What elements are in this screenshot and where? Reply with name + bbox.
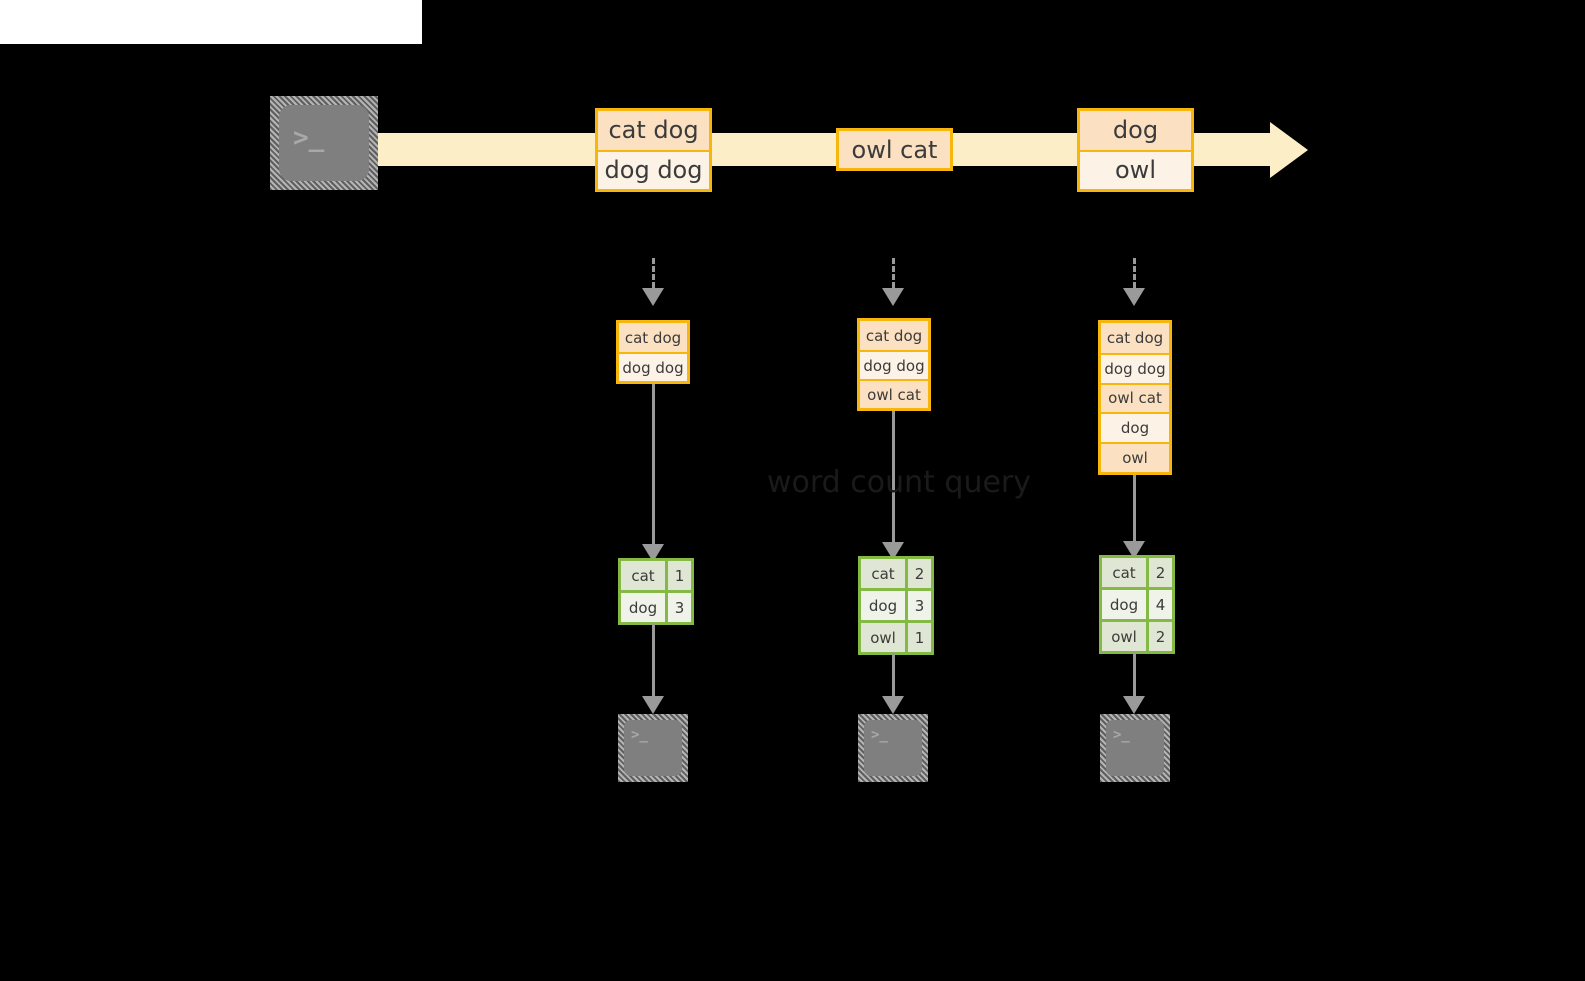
record-line: cat dog: [860, 321, 928, 350]
table-row: cat 2: [861, 559, 931, 588]
stream-record-line: owl: [1080, 149, 1191, 189]
table-cell-count: 3: [665, 593, 691, 622]
terminal-prompt-glyph: >_: [631, 727, 648, 743]
table-row: dog 3: [621, 590, 691, 622]
table-cell-word: cat: [621, 561, 665, 590]
table-cell-word: dog: [621, 593, 665, 622]
snapshot-3-query-arrowhead: [1123, 541, 1145, 559]
snapshot-3-tap-arrowhead: [1123, 288, 1145, 306]
table-cell-count: 4: [1146, 590, 1172, 619]
snapshot-2-result-table[interactable]: cat 2 dog 3 owl 1: [858, 556, 934, 655]
snapshot-3-sink-line: [1133, 652, 1136, 696]
snapshot-1-tap-line: [652, 258, 655, 288]
table-row: dog 4: [1102, 587, 1172, 619]
stream-arrow-head: [1270, 122, 1308, 178]
snapshot-2-sink-arrowhead: [882, 696, 904, 714]
query-label: word count query: [766, 465, 1032, 500]
snapshot-1-sink-arrowhead: [642, 696, 664, 714]
query-label-band: [0, 0, 422, 44]
snapshot-2-query-arrowhead: [882, 542, 904, 560]
terminal-screen: >_: [279, 105, 369, 181]
stream-record-2[interactable]: owl cat: [836, 128, 953, 171]
snapshot-2-tap-line: [892, 258, 895, 288]
stream-record-line: dog: [1080, 111, 1191, 150]
snapshot-1-input-box[interactable]: cat dog dog dog: [616, 320, 690, 384]
snapshot-2-sink-terminal-icon[interactable]: >_: [858, 714, 928, 782]
snapshot-1-sink-line: [652, 624, 655, 696]
table-row: owl 1: [861, 620, 931, 652]
table-cell-word: dog: [861, 591, 905, 620]
table-cell-count: 2: [1146, 622, 1172, 651]
terminal-screen: >_: [1106, 720, 1164, 776]
snapshot-3-tap-line: [1133, 258, 1136, 288]
terminal-prompt-glyph: >_: [293, 123, 325, 153]
snapshot-3-sink-terminal-icon[interactable]: >_: [1100, 714, 1170, 782]
table-cell-word: owl: [1102, 622, 1146, 651]
table-cell-count: 1: [665, 561, 691, 590]
table-cell-word: cat: [861, 559, 905, 588]
table-row: cat 2: [1102, 558, 1172, 587]
stream-record-line: owl cat: [839, 131, 950, 168]
table-cell-word: owl: [861, 623, 905, 652]
record-line: cat dog: [1101, 323, 1169, 353]
terminal-prompt-glyph: >_: [871, 727, 888, 743]
snapshot-3-input-box[interactable]: cat dog dog dog owl cat dog owl: [1098, 320, 1172, 475]
record-line: owl: [1101, 442, 1169, 472]
snapshot-3-sink-arrowhead: [1123, 696, 1145, 714]
stream-record-1[interactable]: cat dog dog dog: [595, 108, 712, 192]
stream-record-line: dog dog: [598, 149, 709, 189]
snapshot-2-sink-line: [892, 653, 895, 696]
record-line: dog dog: [860, 350, 928, 379]
table-cell-count: 3: [905, 591, 931, 620]
table-cell-count: 1: [905, 623, 931, 652]
terminal-screen: >_: [624, 720, 682, 776]
snapshot-2-query-line: [892, 411, 895, 542]
source-terminal-icon[interactable]: >_: [270, 96, 378, 190]
table-cell-count: 2: [1146, 558, 1172, 587]
terminal-screen: >_: [864, 720, 922, 776]
snapshot-1-query-arrowhead: [642, 544, 664, 562]
record-line: dog dog: [619, 352, 687, 381]
table-cell-word: dog: [1102, 590, 1146, 619]
stream-record-3[interactable]: dog owl: [1077, 108, 1194, 192]
snapshot-1-sink-terminal-icon[interactable]: >_: [618, 714, 688, 782]
terminal-prompt-glyph: >_: [1113, 727, 1130, 743]
record-line: dog dog: [1101, 352, 1169, 383]
snapshot-3-query-line: [1133, 475, 1136, 541]
record-line: cat dog: [619, 323, 687, 352]
snapshot-2-input-box[interactable]: cat dog dog dog owl cat: [857, 318, 931, 411]
table-row: dog 3: [861, 588, 931, 620]
record-line: owl cat: [860, 379, 928, 408]
stream-record-line: cat dog: [598, 111, 709, 150]
table-row: cat 1: [621, 561, 691, 590]
snapshot-1-query-line: [652, 384, 655, 544]
record-line: owl cat: [1101, 382, 1169, 413]
snapshot-3-result-table[interactable]: cat 2 dog 4 owl 2: [1099, 555, 1175, 654]
snapshot-1-tap-arrowhead: [642, 288, 664, 306]
table-cell-word: cat: [1102, 558, 1146, 587]
table-row: owl 2: [1102, 619, 1172, 651]
snapshot-2-tap-arrowhead: [882, 288, 904, 306]
snapshot-1-result-table[interactable]: cat 1 dog 3: [618, 558, 694, 625]
table-cell-count: 2: [905, 559, 931, 588]
record-line: dog: [1101, 412, 1169, 443]
